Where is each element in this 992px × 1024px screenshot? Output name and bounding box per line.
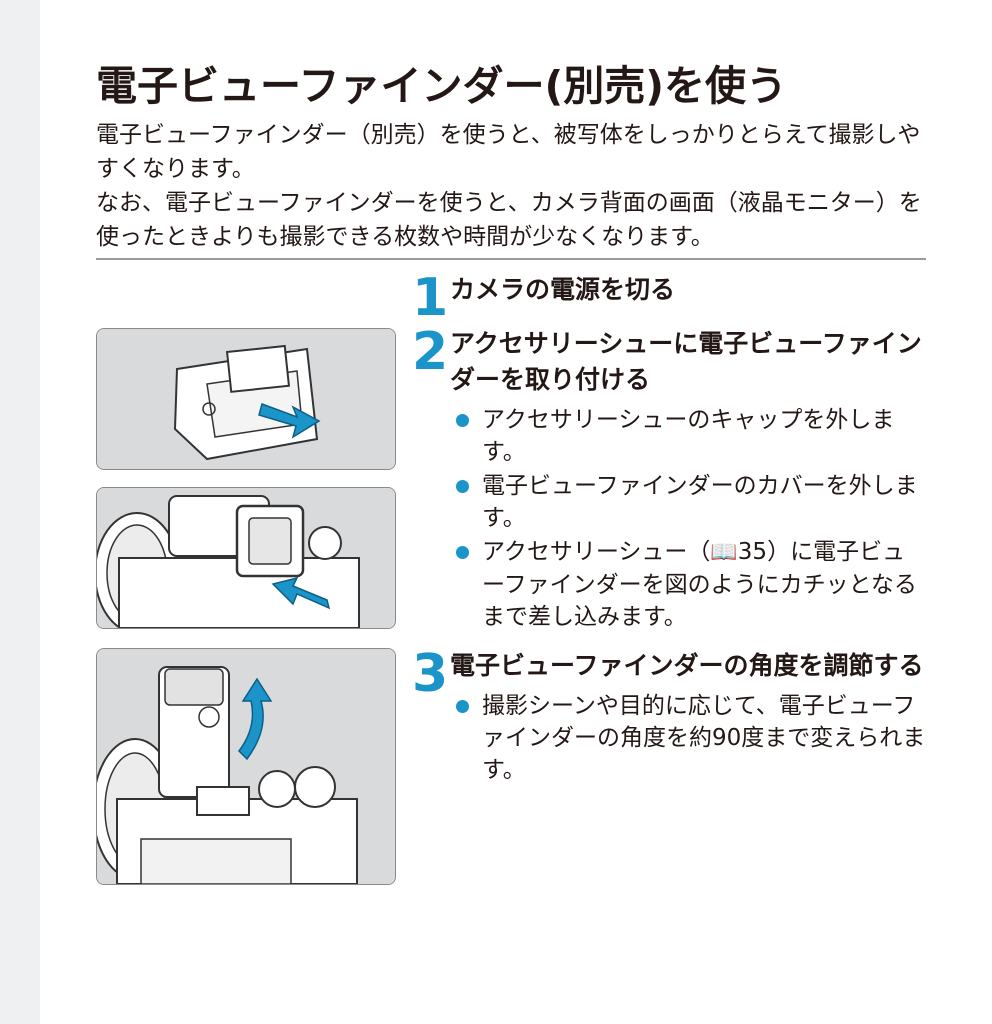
page-title: 電子ビューファインダー(別売)を使う bbox=[96, 62, 788, 110]
intro-paragraph-1: 電子ビューファインダー（別売）を使うと、被写体をしっかりとらえて撮影しやすくなり… bbox=[96, 122, 921, 182]
step-1: 1 カメラの電源を切る bbox=[412, 272, 928, 324]
step-3-bullets: 撮影シーンや目的に応じて、電子ビューファインダーの角度を約90度まで変えられます… bbox=[412, 690, 928, 786]
step-2-number: 2 bbox=[412, 322, 449, 382]
step-2: 2 アクセサリーシューに電子ビューファインダーを取り付ける アクセサリーシューの… bbox=[412, 326, 928, 635]
illustration-attach-evf bbox=[96, 487, 396, 629]
step-2-page-ref[interactable]: 35 bbox=[737, 539, 768, 565]
step-2-bullet-3: アクセサリーシュー（📖35）に電子ビューファインダーを図のようにカチッとなるまで… bbox=[456, 536, 928, 633]
section-divider bbox=[96, 258, 926, 260]
step-1-title: カメラの電源を切る bbox=[450, 275, 676, 304]
intro-paragraph-2: なお、電子ビューファインダーを使うと、カメラ背面の画面（液晶モニター）を使ったと… bbox=[96, 190, 922, 250]
step-2-bullets: アクセサリーシューのキャップを外します。 電子ビューファインダーのカバーを外しま… bbox=[412, 404, 928, 633]
intro-text: 電子ビューファインダー（別売）を使うと、被写体をしっかりとらえて撮影しやすくなり… bbox=[96, 118, 928, 254]
evf-attach-drawing bbox=[97, 488, 395, 628]
step-1-number: 1 bbox=[412, 268, 449, 328]
step-2-title: アクセサリーシューに電子ビューファインダーを取り付ける bbox=[450, 329, 922, 394]
step-2-bullet-1: アクセサリーシューのキャップを外します。 bbox=[456, 404, 928, 468]
book-icon: 📖 bbox=[710, 540, 738, 565]
step-3-number: 3 bbox=[412, 644, 449, 704]
illustration-adjust-angle bbox=[96, 648, 396, 885]
illustration-remove-shoe-cap bbox=[96, 328, 396, 470]
left-margin-strip bbox=[0, 0, 40, 1024]
step-2-bullet-2: 電子ビューファインダーのカバーを外します。 bbox=[456, 470, 928, 534]
step-3-title: 電子ビューファインダーの角度を調節する bbox=[450, 651, 924, 680]
step-2-bullet-3-before: アクセサリーシュー（ bbox=[482, 539, 711, 565]
step-2-bullet-3-after: ）に電子ビューファインダーを図のようにカチッとなるまで差し込みます。 bbox=[482, 539, 917, 630]
evf-angle-drawing bbox=[97, 649, 395, 884]
evf-cap-drawing bbox=[97, 329, 395, 469]
step-3: 3 電子ビューファインダーの角度を調節する 撮影シーンや目的に応じて、電子ビュー… bbox=[412, 648, 928, 788]
step-3-bullet-1: 撮影シーンや目的に応じて、電子ビューファインダーの角度を約90度まで変えられます… bbox=[456, 690, 928, 786]
